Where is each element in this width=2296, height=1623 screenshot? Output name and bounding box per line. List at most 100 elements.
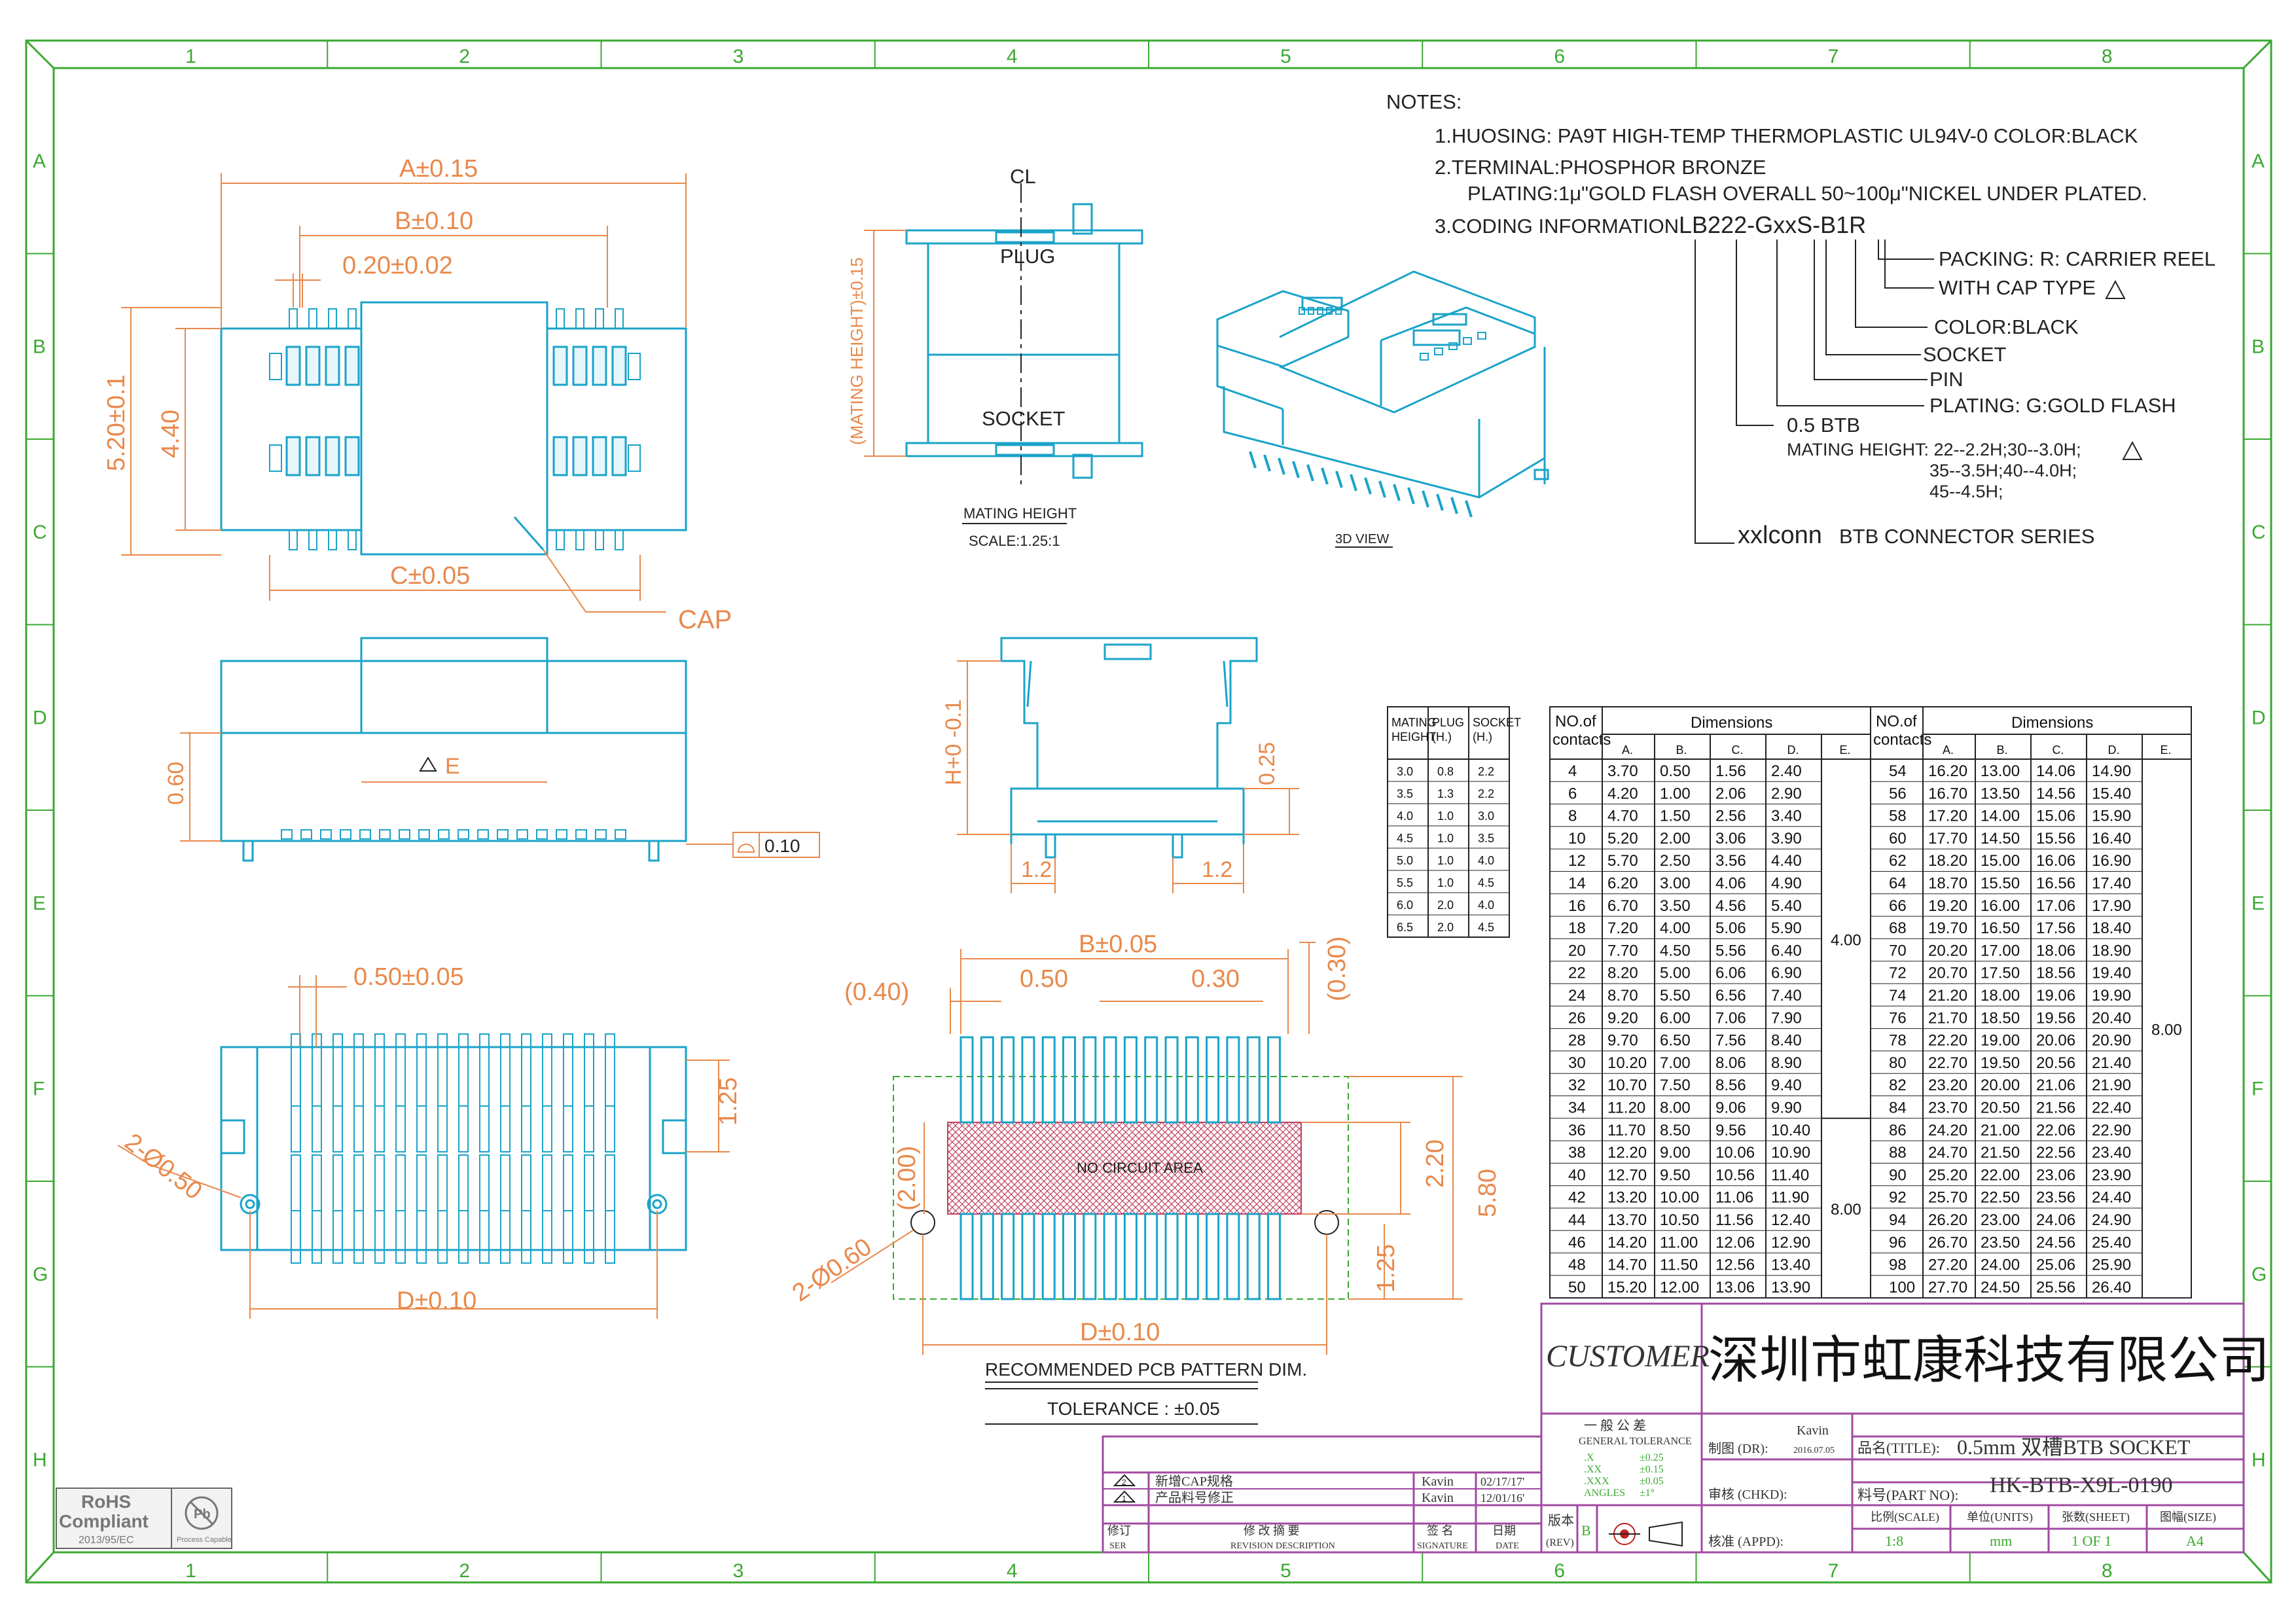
- dimension-cell: 16.00: [1981, 897, 2020, 915]
- dimension-cell: 17.40: [2092, 875, 2131, 893]
- contacts-header: NO.of: [1876, 713, 1917, 730]
- pcb-pad: [980, 1213, 994, 1300]
- pcb-pad: [1062, 1213, 1076, 1300]
- column-header: B.: [1676, 743, 1687, 757]
- dimension-cell: 15.00: [1981, 852, 2020, 870]
- pcb-pad: [1083, 1036, 1097, 1124]
- contacts-header: contacts: [1552, 731, 1611, 749]
- code-mating-3: 45--4.5H;: [1929, 482, 2003, 501]
- dimension-cell: 21.70: [1928, 1009, 1967, 1027]
- dimension-cell: 10.06: [1715, 1144, 1755, 1162]
- pcb-pad: [1144, 1213, 1158, 1300]
- dim-front-w1: 1.2: [1021, 857, 1052, 882]
- drawn-label: 制图 (DR):: [1708, 1441, 1768, 1456]
- dimension-cell: 10.56: [1715, 1166, 1755, 1184]
- pb-badge: Pb: [194, 1507, 211, 1522]
- part-label: 料号(PART NO):: [1857, 1487, 1959, 1503]
- dimension-cell: 16.56: [2036, 875, 2075, 893]
- zone-col-bottom: 8: [2102, 1560, 2113, 1582]
- zone-row-left: C: [33, 522, 47, 543]
- pcb-pad: [1246, 1213, 1261, 1300]
- contact: [563, 1033, 573, 1152]
- dimension-cell: 7.90: [1771, 1009, 1802, 1027]
- contact: [416, 1033, 427, 1152]
- zone-col-top: 8: [2102, 46, 2113, 67]
- dimension-cell: 3.56: [1715, 852, 1746, 870]
- dimension-cell: 18.06: [2036, 942, 2075, 959]
- dimension-cell: 10: [1568, 830, 1586, 847]
- rev-h-sig: 签 名: [1427, 1524, 1454, 1537]
- dimension-cell: 14.50: [1981, 830, 2020, 847]
- pin: [438, 829, 450, 840]
- pcb-pad: [1185, 1036, 1199, 1124]
- dimension-cell: 20: [1568, 942, 1586, 959]
- dimension-cell: 7.50: [1660, 1077, 1691, 1094]
- dimension-cell: 21.90: [2092, 1077, 2131, 1094]
- rev-h-desc-en: REVISION DESCRIPTION: [1230, 1541, 1335, 1551]
- pb-badge-sub: Process Capable: [177, 1536, 232, 1544]
- pin: [1350, 474, 1357, 491]
- pin: [1422, 490, 1429, 508]
- dimension-cell: 5.56: [1715, 942, 1746, 959]
- dimension-cell: 9.50: [1660, 1166, 1691, 1184]
- pcb-pad: [1206, 1036, 1220, 1124]
- dimension-cell: 20.20: [1928, 942, 1967, 959]
- dimension-cell: 72: [1889, 965, 1907, 982]
- dimension-cell: 16.20: [1928, 762, 1967, 780]
- pcb-pad: [1144, 1036, 1158, 1124]
- dimension-cell: 24.70: [1928, 1144, 1967, 1162]
- dimension-cell: 8.06: [1715, 1054, 1746, 1072]
- mating-table-cell: 1.0: [1437, 832, 1454, 845]
- dimension-cell: 12.56: [1715, 1257, 1755, 1274]
- dimension-cell: 12.00: [1660, 1279, 1699, 1296]
- e-triangle-icon: [419, 757, 437, 772]
- pin: [1393, 484, 1401, 501]
- dimension-cell: 21.40: [2092, 1054, 2131, 1072]
- pin: [1308, 307, 1314, 315]
- dimension-cell: 6.40: [1771, 942, 1802, 959]
- dimension-cell: 11.40: [1771, 1166, 1809, 1184]
- dimension-cell: 24.00: [1981, 1257, 2020, 1274]
- zone-col-bottom: 4: [1007, 1560, 1018, 1582]
- dimension-cell: 9.20: [1607, 1009, 1638, 1027]
- dimension-cell: 4.40: [1771, 852, 1802, 870]
- pin: [1321, 467, 1329, 485]
- dimension-cell: 19.56: [2036, 1009, 2075, 1027]
- pin: [1317, 307, 1323, 315]
- dim-pcb-d2: 2.20: [1422, 1139, 1449, 1188]
- dimension-cell: 14.90: [2092, 762, 2131, 780]
- dimension-cell: 76: [1889, 1009, 1907, 1027]
- top-view-dimlines: [121, 173, 687, 613]
- dimension-cell: 8.56: [1715, 1077, 1746, 1094]
- dimension-cell: 24.20: [1928, 1122, 1967, 1139]
- size-value: A4: [2186, 1533, 2204, 1549]
- side-view: E 0.60 0.10: [164, 637, 820, 862]
- pin: [325, 436, 340, 476]
- zone-row-right: C: [2251, 522, 2266, 543]
- unit-value: mm: [1990, 1533, 2012, 1549]
- dimension-cell: 9.90: [1771, 1099, 1802, 1117]
- zone-row-left: G: [33, 1264, 48, 1285]
- dimension-cell: 24.90: [2092, 1211, 2131, 1229]
- no-circuit-label: NO CIRCUIT AREA: [1077, 1160, 1203, 1176]
- dim-h2: 4.40: [157, 410, 185, 458]
- dimension-cell: 9.40: [1771, 1077, 1802, 1094]
- dimension-cell: 25.06: [2036, 1257, 2075, 1274]
- column-header: D.: [1787, 743, 1799, 757]
- dimension-cell: 13.06: [1715, 1279, 1755, 1296]
- rev-label: 版本: [1548, 1513, 1574, 1528]
- dimension-cell: 15.40: [2092, 785, 2131, 802]
- mating-table-cell: 3.0: [1478, 810, 1494, 823]
- code-mating-2: 35--3.5H;40--4.0H;: [1929, 461, 2077, 480]
- dimension-cell: 18.70: [1928, 875, 1967, 893]
- pin: [516, 829, 528, 840]
- scale-value: 1:8: [1885, 1533, 1903, 1549]
- contact: [395, 1033, 406, 1152]
- dimension-cell: 11.90: [1771, 1189, 1809, 1207]
- pin: [281, 829, 293, 840]
- dimension-cell: 13.40: [1771, 1257, 1810, 1274]
- dimension-cell: 5.40: [1771, 897, 1802, 915]
- dim-bottom-pitch: 0.50±0.05: [353, 963, 464, 991]
- dimension-cell: 25.56: [2036, 1279, 2075, 1296]
